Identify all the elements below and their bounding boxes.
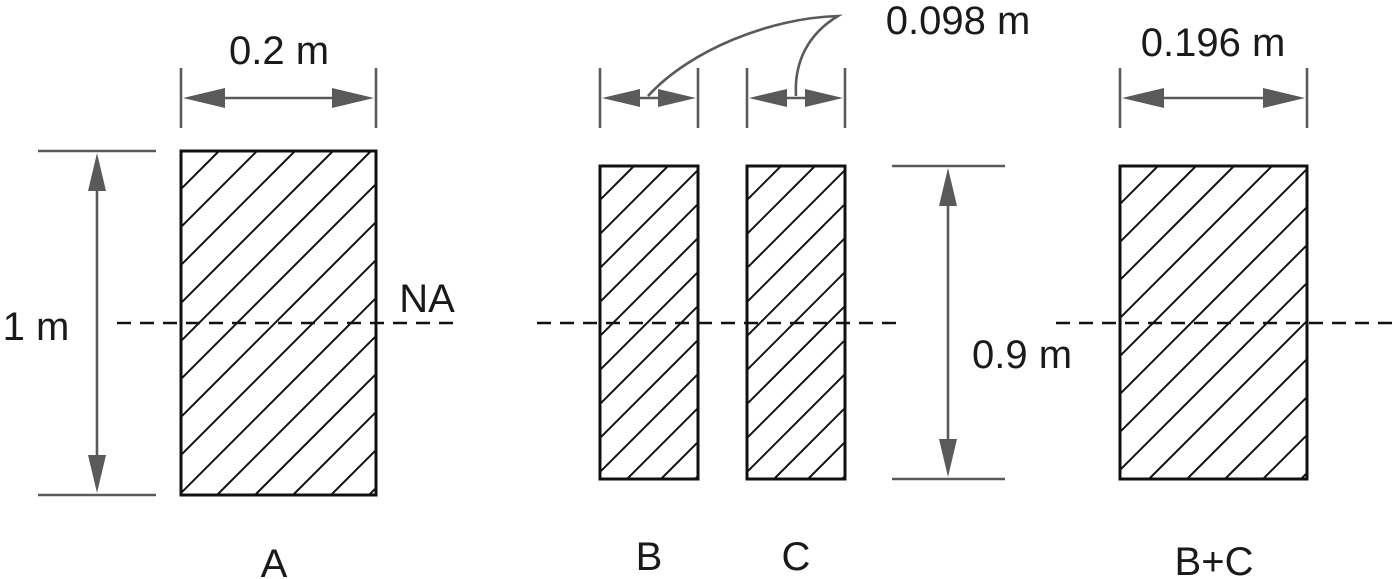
hatch-line — [807, 440, 845, 479]
hatch-line — [600, 166, 669, 236]
section-a-height-label: 1 m — [3, 305, 70, 349]
section-bc-width-label: 0.196 m — [1141, 21, 1286, 65]
hatch-line — [181, 151, 258, 229]
hatch-line — [747, 338, 845, 440]
hatch-line — [747, 168, 845, 270]
hatch-line — [899, 166, 1212, 479]
section-a-label: A — [261, 542, 288, 579]
hatch-line — [1120, 166, 1121, 168]
bc-height-dimension — [892, 164, 1005, 481]
hatch-line — [876, 166, 1189, 479]
section-bc-rect — [1118, 164, 1309, 481]
hatch-line — [1120, 166, 1197, 244]
neutral-axis-label: NA — [399, 277, 455, 321]
hatch-line — [831, 166, 1144, 479]
hatch-line — [181, 151, 296, 267]
hatch-line — [1186, 357, 1307, 479]
hatch-line — [1262, 433, 1307, 479]
section-c-label: C — [782, 535, 811, 579]
hatch-line — [1120, 166, 1235, 282]
hatch-line — [181, 151, 334, 305]
hatch-line — [747, 236, 845, 338]
hatch-line — [216, 334, 376, 495]
section-a-height-dimension — [38, 149, 156, 497]
hatch-line — [1224, 395, 1307, 479]
section-bc-label: B+C — [1175, 540, 1254, 579]
hatch-line — [626, 406, 698, 479]
hatch-line — [747, 372, 845, 474]
section-b-label: B — [636, 535, 663, 579]
hatch-line — [600, 168, 698, 270]
hatch-line — [600, 372, 698, 474]
hatch-line — [1120, 205, 1307, 396]
section-a-hatch — [181, 151, 376, 495]
hatch-line — [747, 166, 816, 236]
section-c-width-dimension — [745, 68, 847, 128]
hatch-line — [773, 406, 845, 479]
hatch-line — [600, 202, 698, 304]
hatch-line — [747, 202, 845, 304]
hatch-line — [747, 304, 845, 406]
hatch-line — [1120, 166, 1273, 320]
bc-pair-width-label: 0.098 m — [886, 0, 1031, 43]
section-a-width-dimension — [179, 68, 378, 128]
bc-height-label: 0.9 m — [972, 333, 1072, 377]
hatch-line — [600, 270, 698, 372]
hatch-line — [600, 338, 698, 440]
section-b-width-dimension — [598, 68, 700, 128]
section-a — [179, 149, 378, 497]
hatch-line — [292, 410, 376, 495]
hatch-line — [694, 474, 698, 479]
hatch-line — [181, 220, 376, 419]
section-bc-width-dimension — [1118, 68, 1309, 128]
hatch-line — [254, 372, 376, 495]
section-a-width-label: 0.2 m — [229, 29, 329, 73]
hatch-line — [763, 166, 1076, 479]
hatch-line — [944, 166, 1257, 479]
width-leader — [647, 14, 843, 97]
